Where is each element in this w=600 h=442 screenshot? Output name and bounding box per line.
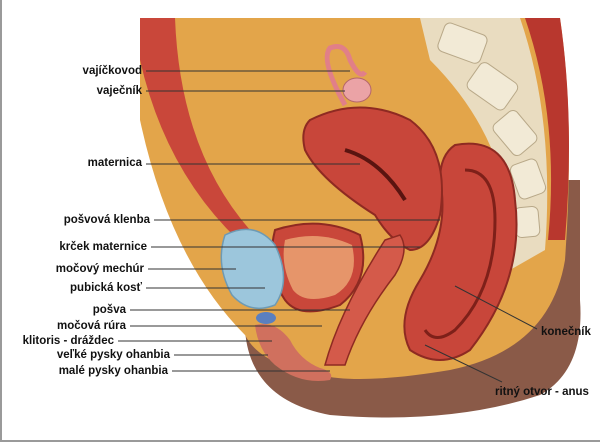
pubic-bone xyxy=(220,228,285,310)
label-anus: ritný otvor - anus xyxy=(495,386,589,398)
back-muscle xyxy=(525,18,569,240)
label-rectum: konečník xyxy=(541,326,591,338)
label-labia-majora: veľké pysky ohanbia xyxy=(56,349,170,361)
label-clitoris: klitoris - dráždec xyxy=(22,335,114,347)
vertebrae xyxy=(437,22,547,238)
label-pubic-bone: pubická kosť xyxy=(70,282,142,294)
label-cervix: krček maternice xyxy=(59,241,147,253)
clitoris xyxy=(256,312,276,324)
label-vagina: pošva xyxy=(92,304,126,316)
fallopian-tube xyxy=(324,44,368,107)
leader-lines xyxy=(118,70,538,383)
labia xyxy=(255,324,332,381)
label-labia-minora: malé pysky ohanbia xyxy=(58,365,168,377)
abdominal-wall xyxy=(140,18,250,240)
label-uterus: maternica xyxy=(87,157,142,169)
uterus xyxy=(302,106,443,252)
ovary xyxy=(342,77,372,103)
vagina xyxy=(324,234,405,366)
label-fallopian-tube: vajíčkovod xyxy=(82,65,142,77)
label-bladder: močový mechúr xyxy=(55,263,144,275)
label-urethra: močová rúra xyxy=(56,320,126,332)
label-vaginal-fornix: pošvová klenba xyxy=(63,214,150,226)
label-ovary: vaječník xyxy=(96,85,142,97)
